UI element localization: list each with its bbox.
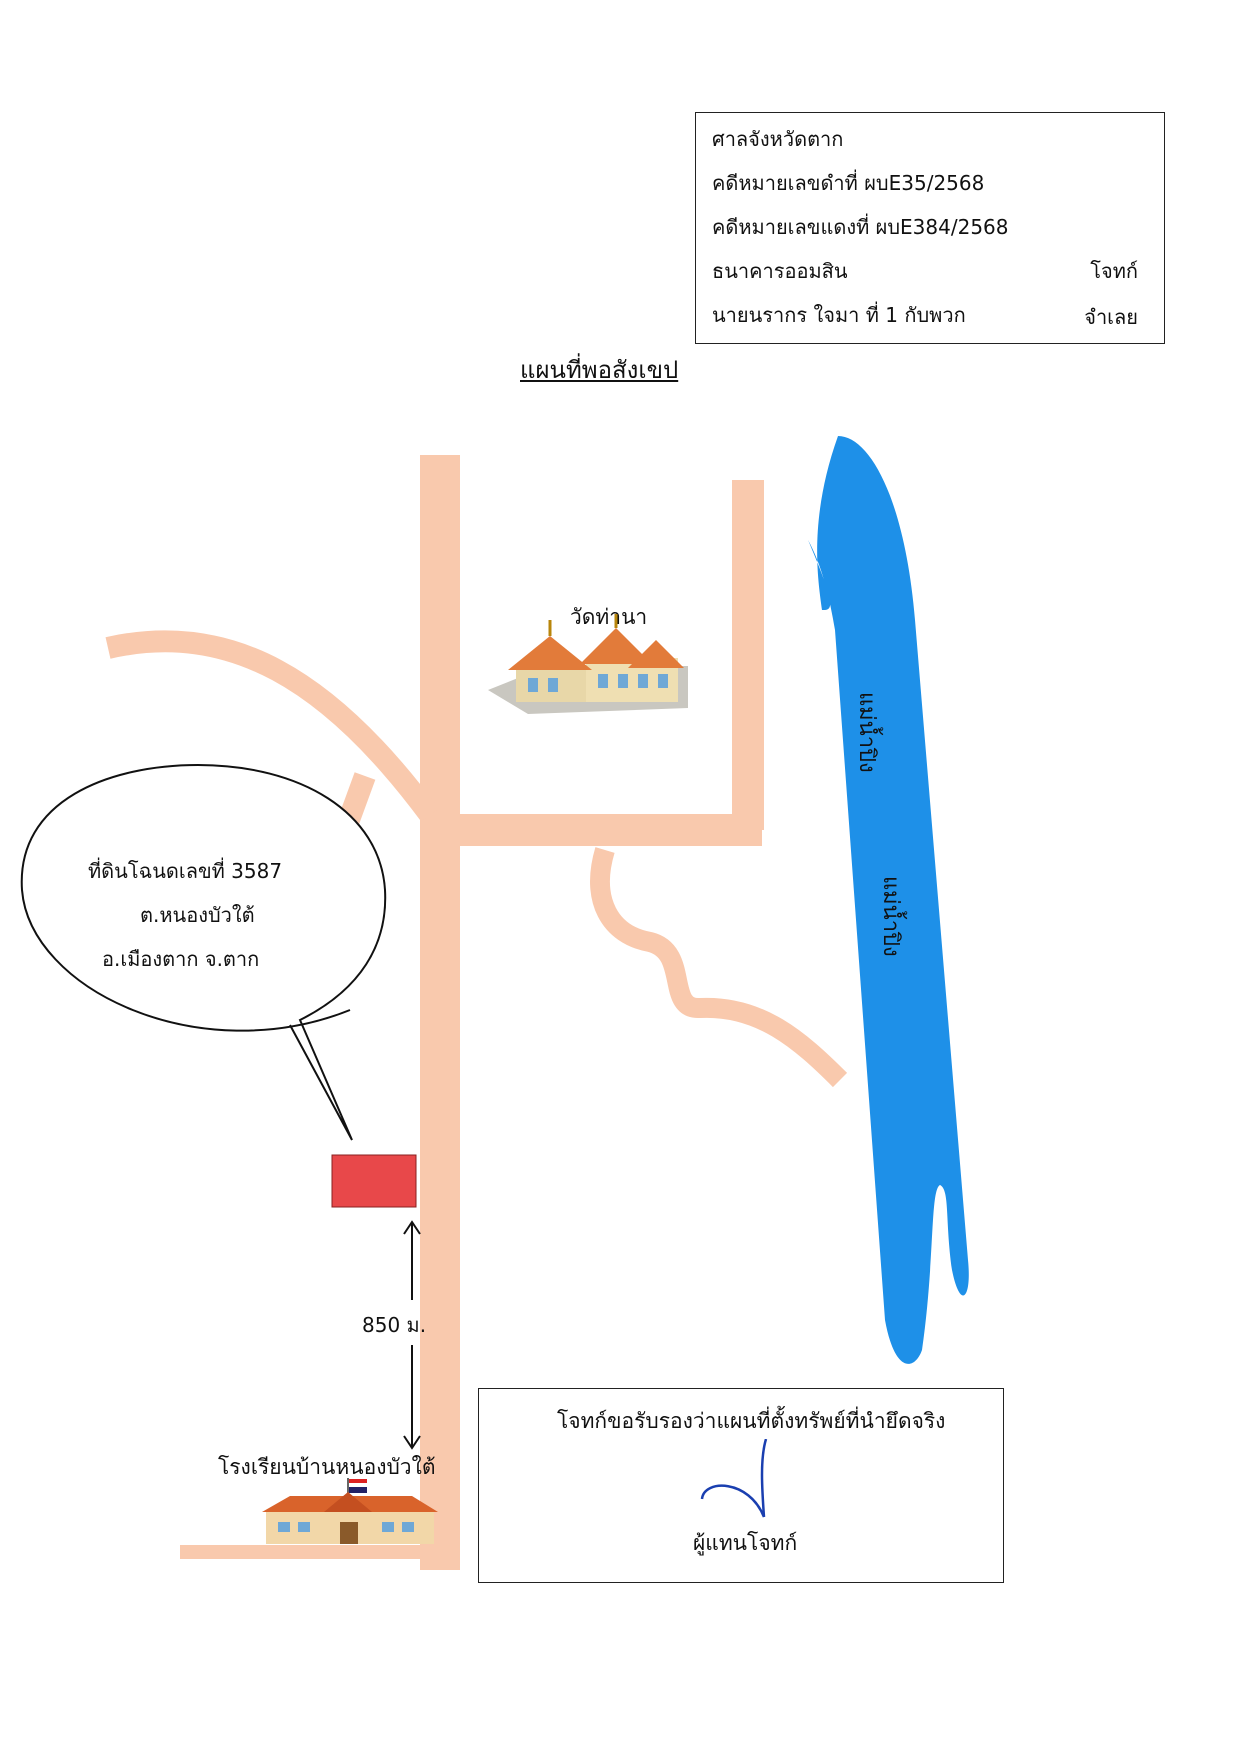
plaintiff-representative-label: ผู้แทนโจทก์ [693, 1531, 798, 1555]
map-title: แผนที่พอสังเขป [520, 356, 679, 384]
black-case-number: คดีหมายเลขดำที่ ผบE35/2568 [712, 171, 985, 195]
plaintiff-role: โจทก์ [1090, 259, 1138, 283]
temple-icon [488, 614, 688, 714]
certification-text: โจทก์ขอรับรองว่าแผนที่ตั้งทรัพย์ที่นำยึด… [557, 1409, 946, 1433]
certification-box: โจทก์ขอรับรองว่าแผนที่ตั้งทรัพย์ที่นำยึด… [478, 1388, 1004, 1583]
red-case-number: คดีหมายเลขแดงที่ ผบE384/2568 [712, 215, 1009, 239]
river-label-2: แม่น้ำปิง [878, 876, 907, 957]
land-deed-line1: ที่ดินโฉนดเลขที่ 3587 [88, 857, 282, 883]
signature-mark [700, 1439, 768, 1518]
curved-road-northwest [105, 630, 439, 822]
winding-road-east [590, 847, 848, 1088]
land-deed-line2: ต.หนองบัวใต้ [140, 903, 255, 927]
river [808, 436, 969, 1364]
defendant-role: จำเลย [1084, 305, 1138, 329]
school-label: โรงเรียนบ้านหนองบัวใต้ [218, 1455, 436, 1479]
court-name: ศาลจังหวัดตาก [712, 127, 844, 151]
distance-label: 850 ม. [362, 1313, 426, 1337]
case-info-box: ศาลจังหวัดตาก คดีหมายเลขดำที่ ผบE35/2568… [695, 112, 1165, 344]
school-icon [262, 1478, 438, 1544]
temple-label: วัดท่านา [570, 605, 647, 629]
land-plot-marker [331, 1154, 417, 1208]
land-callout-bubble [20, 763, 387, 1141]
plaintiff-name: ธนาคารออมสิน [712, 259, 848, 283]
roads [105, 455, 848, 1570]
land-deed-line3: อ.เมืองตาก จ.ตาก [102, 947, 259, 971]
river-label-1: แม่น้ำปิง [854, 692, 883, 773]
defendant-name: นายนรากร ใจมา ที่ 1 กับพวก [712, 303, 966, 327]
distance-arrow [403, 1220, 421, 1450]
